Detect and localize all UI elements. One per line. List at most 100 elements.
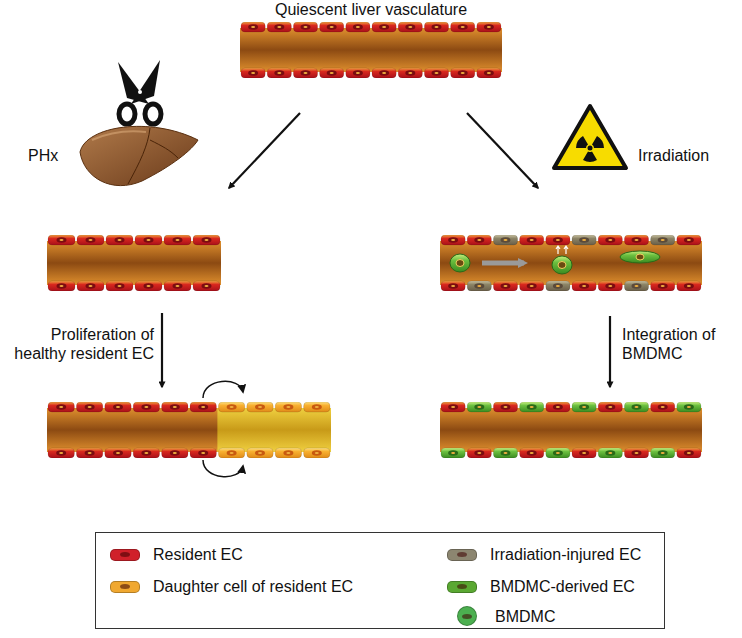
legend-label: Irradiation-injured EC (490, 545, 641, 564)
endothelial-cell (76, 402, 102, 412)
endothelial-cell (493, 402, 517, 412)
adhesion-mark (564, 246, 568, 254)
endothelial-cell (241, 22, 265, 32)
endothelial-cell (304, 448, 330, 458)
endothelial-cell (293, 68, 317, 78)
endothelial-cell (624, 281, 648, 291)
process-arrow (161, 313, 163, 387)
endothelial-cell (164, 235, 191, 245)
endothelial-cell (218, 448, 244, 458)
vessel-heading: Quiescent liver vasculature (240, 0, 502, 19)
endothelial-cell (572, 448, 596, 458)
endothelial-cell (372, 68, 396, 78)
endothelial-cell (520, 281, 544, 291)
blood-vessel (47, 235, 221, 291)
endothelial-cell (441, 281, 465, 291)
scissors-icon (118, 60, 161, 124)
endothelial-cell (105, 402, 131, 412)
endothelial-cell (320, 22, 344, 32)
endothelial-cell (133, 448, 159, 458)
vessel-drawing (240, 22, 502, 78)
step-label: Integration of BMDMC (622, 325, 736, 363)
legend-label: BMDMC (495, 607, 555, 626)
endothelial-cell (193, 235, 220, 245)
endothelial-cell (651, 448, 675, 458)
legend-item: BMDMC (452, 606, 555, 626)
step-label: Irradiation (638, 146, 709, 165)
endothelial-cell (106, 235, 133, 245)
proliferation-arrow (203, 460, 243, 477)
legend-swatch (110, 549, 140, 561)
endothelial-cell (76, 448, 102, 458)
endothelial-cell (247, 448, 273, 458)
endothelial-cell (424, 68, 448, 78)
endothelial-cell (135, 281, 162, 291)
endothelial-cell (467, 235, 491, 245)
endothelial-cell (467, 448, 491, 458)
endothelial-cell (520, 402, 544, 412)
endothelial-cell (190, 402, 216, 412)
blood-vessel (440, 402, 702, 458)
endothelial-cell (304, 402, 330, 412)
endothelial-cell (441, 235, 465, 245)
endothelial-cell (48, 402, 74, 412)
endothelial-cell (546, 281, 570, 291)
process-arrow (467, 113, 538, 188)
process-arrow (609, 316, 611, 387)
cell-nucleus (457, 552, 467, 557)
legend-label: BMDMC-derived EC (490, 577, 635, 596)
blood-vessel (47, 402, 331, 458)
endothelial-cell (467, 402, 491, 412)
cell-nucleus (120, 552, 130, 557)
endothelial-cell (451, 22, 475, 32)
endothelial-cell (346, 22, 370, 32)
cell-nucleus (462, 614, 472, 619)
endothelial-cell (546, 235, 570, 245)
endothelial-cell (493, 281, 517, 291)
endothelial-cell (48, 235, 75, 245)
endothelial-cell (48, 448, 74, 458)
endothelial-cell (677, 281, 701, 291)
vessel-lumen (47, 408, 331, 452)
endothelial-cell (398, 22, 422, 32)
bmdmc-cell (450, 254, 470, 272)
endothelial-cell (572, 402, 596, 412)
endothelial-cell (477, 68, 501, 78)
legend-label: Daughter cell of resident EC (153, 577, 353, 596)
endothelial-cell (598, 448, 622, 458)
radiation-warning-icon (554, 106, 626, 168)
endothelial-cell (441, 448, 465, 458)
cell-nucleus (457, 584, 467, 589)
endothelial-cell (275, 448, 301, 458)
endothelial-cell (241, 68, 265, 78)
endothelial-cell (677, 235, 701, 245)
endothelial-cell (218, 402, 244, 412)
legend-swatch (447, 549, 477, 561)
endothelial-cell (572, 235, 596, 245)
endothelial-cell (77, 281, 104, 291)
legend-item: Resident EC (110, 545, 243, 564)
endothelial-cell (624, 402, 648, 412)
blood-vessel (440, 235, 702, 291)
endothelial-cell (677, 402, 701, 412)
endothelial-cell (624, 235, 648, 245)
endothelial-cell (624, 448, 648, 458)
endothelial-cell (451, 68, 475, 78)
endothelial-cell (193, 281, 220, 291)
liver-icon (80, 126, 198, 185)
endothelial-cell (546, 402, 570, 412)
endothelial-cell (546, 448, 570, 458)
legend-item: BMDMC-derived EC (447, 577, 635, 596)
endothelial-cell (467, 281, 491, 291)
vessel-drawing (440, 402, 702, 458)
endothelial-cell (162, 402, 188, 412)
bmdmc-cell (552, 256, 572, 274)
step-label: PHx (28, 146, 58, 165)
legend-item: Daughter cell of resident EC (110, 577, 353, 596)
legend-label: Resident EC (153, 545, 243, 564)
endothelial-cell (346, 68, 370, 78)
endothelial-cell (267, 68, 291, 78)
endothelial-cell (162, 448, 188, 458)
